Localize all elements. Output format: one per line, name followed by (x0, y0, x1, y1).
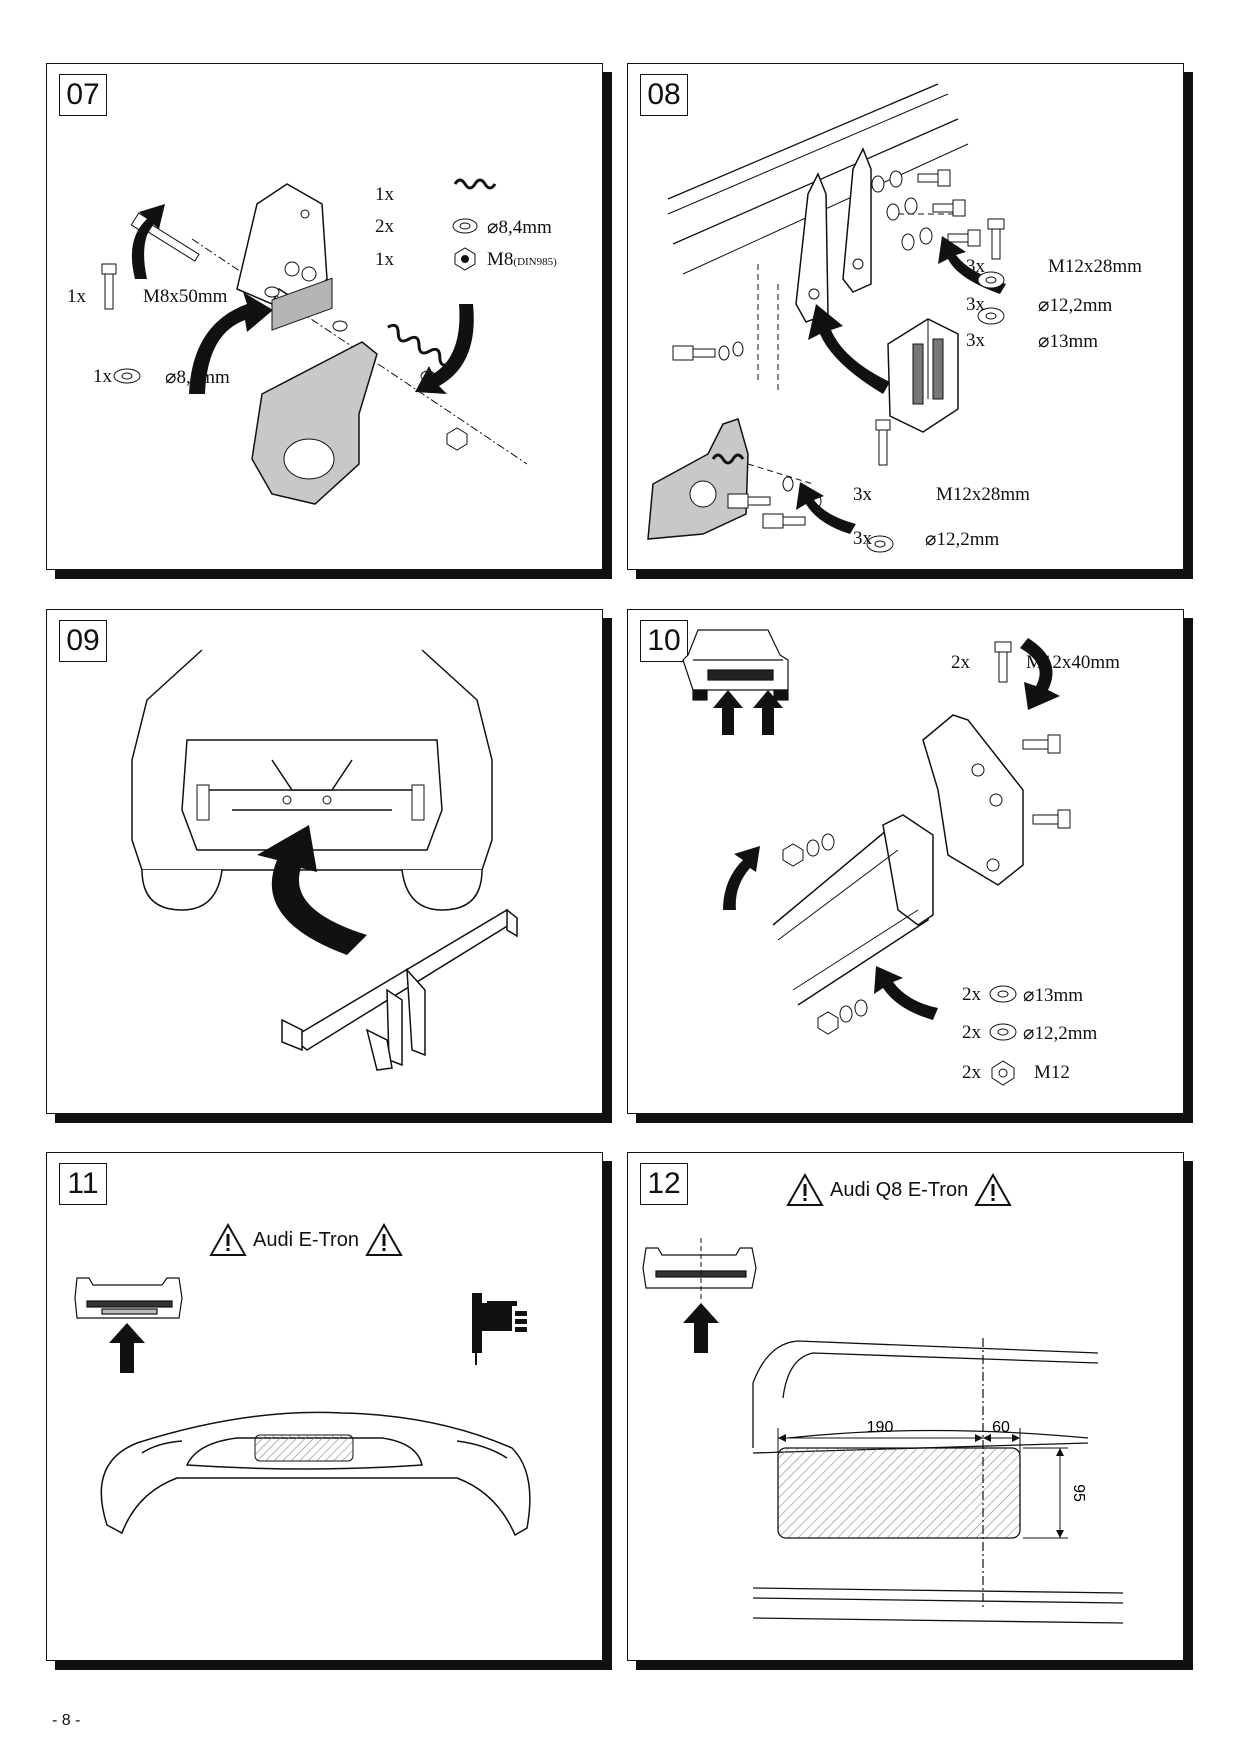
bolt-spec: M12x40mm (1026, 652, 1120, 673)
up-arrow-icon (109, 1323, 145, 1373)
label-washer-qty: 1x (93, 366, 112, 387)
upper-spec-3: ⌀13mm (1038, 331, 1098, 352)
upper-spec-2: ⌀12,2mm (1038, 295, 1113, 316)
dimension-60: 60 (992, 1419, 1010, 1436)
cutting-tool-icon (472, 1293, 527, 1365)
bolt-icon (875, 218, 1005, 466)
vehicle-warning: Audi E-Tron (209, 1223, 403, 1257)
step-number: 07 (59, 74, 107, 116)
item-qty-2: 2x (962, 1022, 981, 1043)
curved-arrow-icon (723, 846, 760, 910)
label-spring-qty: 1x (375, 184, 394, 205)
vehicle-warning: Audi Q8 E-Tron (786, 1173, 1012, 1207)
washer-icon (989, 985, 1017, 1041)
curved-arrow-icon (1020, 638, 1060, 710)
label-washer2-qty: 2x (375, 216, 394, 237)
curved-arrow-icon (189, 292, 273, 394)
warning-icon (365, 1223, 403, 1256)
step-07-panel: 07 (46, 63, 603, 570)
warning-text: Audi Q8 E-Tron (830, 1178, 969, 1201)
bolt-icon (101, 263, 117, 310)
label-nut-qty: 1x (375, 249, 394, 270)
warning-icon (786, 1173, 824, 1206)
dimension-190: 190 (867, 1419, 894, 1436)
bumper-cutout-dimension-illustration: 190 60 95 (642, 1238, 1124, 1624)
bolt-qty: 2x (951, 652, 970, 673)
step-number: 12 (640, 1163, 688, 1205)
bolt-icon (1022, 734, 1071, 829)
tow-bar-icon (281, 908, 519, 1071)
curved-arrow-icon (808, 304, 890, 394)
washer-icon (866, 271, 1005, 553)
upper-qty-2: 3x (966, 294, 985, 315)
item-qty-1: 2x (962, 984, 981, 1005)
label-nut-note: (DIN985) (513, 256, 557, 268)
bumper-cutout-illustration (74, 1277, 531, 1537)
label-bolt-qty: 1x (67, 286, 86, 307)
step-10-panel: 10 (627, 609, 1184, 1114)
step-number: 11 (59, 1163, 107, 1205)
warning-icon (209, 1223, 247, 1256)
lower-qty-1: 3x (853, 484, 872, 505)
vehicle-rear-installation-illustration (131, 649, 519, 1071)
item-spec-2: ⌀12,2mm (1023, 1023, 1098, 1044)
spring-icon (387, 323, 451, 367)
label-washer-spec: ⌀8,4mm (165, 367, 230, 388)
label-bolt-spec: M8x50mm (143, 286, 228, 307)
lower-qty-2: 3x (853, 528, 872, 549)
curved-arrow-icon (874, 966, 938, 1020)
step-09-panel: 09 (46, 609, 603, 1114)
cutout-area (777, 1447, 1021, 1539)
lower-spec-1: M12x28mm (936, 484, 1030, 505)
crossbar-bracket-illustration (647, 83, 1006, 553)
bolt-icon (994, 641, 1012, 683)
up-arrow-icon (683, 1303, 719, 1353)
car-rear-thumbnail-icon (682, 629, 789, 701)
label-nut-spec: M8(DIN985) (487, 249, 557, 270)
rear-bumper-icon (100, 1411, 531, 1537)
curved-arrow-icon (131, 204, 165, 279)
step-number: 09 (59, 620, 107, 662)
bumper-thumbnail-icon (642, 1247, 757, 1289)
item-spec-3: M12 (1034, 1062, 1070, 1083)
warning-icon (974, 1173, 1012, 1206)
step-12-panel: 12 Audi Q8 E-Tron (627, 1152, 1184, 1661)
upper-spec-1: M12x28mm (1048, 256, 1142, 277)
step-08-panel: 08 (627, 63, 1184, 570)
car-rear-icon (131, 649, 493, 911)
step-11-panel: 11 Audi E-Tron (46, 1152, 603, 1661)
up-arrow-icon (753, 690, 783, 735)
step-number: 10 (640, 620, 688, 662)
socket-block-icon (887, 318, 959, 433)
lower-spec-2: ⌀12,2mm (925, 529, 1000, 550)
bumper-thumbnail-icon (74, 1277, 183, 1319)
curved-arrow-icon (796, 482, 856, 534)
upper-qty-3: 3x (966, 330, 985, 351)
nut-icon (991, 1060, 1015, 1086)
upper-qty-1: 3x (966, 256, 985, 277)
dimension-95: 95 (1070, 1484, 1087, 1502)
label-washer2-spec: ⌀8,4mm (487, 217, 552, 238)
socket-plate-icon (251, 341, 378, 505)
curved-arrow-icon (257, 825, 367, 955)
page-number: - 8 - (52, 1712, 81, 1729)
side-bracket-mounting-illustration (682, 629, 1071, 1086)
step-number: 08 (640, 74, 688, 116)
mounting-plate-icon (922, 714, 1024, 886)
cutout-area (254, 1434, 354, 1462)
warning-text: Audi E-Tron (253, 1228, 359, 1251)
bracket-assembly-illustration (101, 178, 528, 505)
curved-arrow-icon (415, 304, 474, 394)
up-arrow-icon (713, 690, 743, 735)
bolt-icon (917, 169, 981, 247)
spring-icon (711, 453, 745, 465)
item-spec-1: ⌀13mm (1023, 985, 1083, 1006)
spring-icon (453, 178, 497, 190)
item-qty-3: 2x (962, 1062, 981, 1083)
